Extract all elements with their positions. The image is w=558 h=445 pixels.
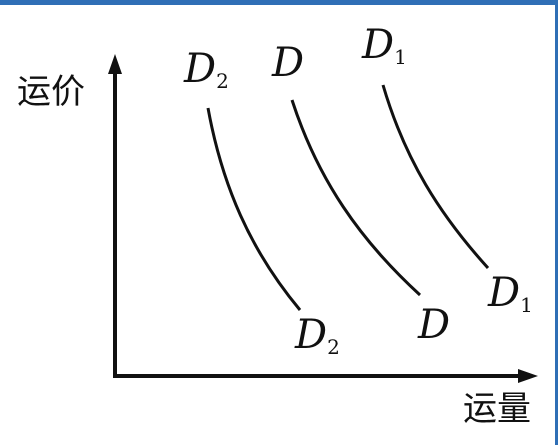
x-axis-arrowhead bbox=[518, 369, 538, 383]
curve-d2-top-letter: D bbox=[183, 46, 216, 92]
curve-d2-top-label: D2 bbox=[183, 46, 229, 93]
y-axis-arrowhead bbox=[108, 54, 122, 74]
right-frame-bar bbox=[555, 0, 558, 445]
curve-d2-bottom-subscript: 2 bbox=[327, 335, 340, 359]
curve-d2-bottom-letter: D bbox=[294, 312, 327, 358]
curve-d2-bottom-label: D2 bbox=[294, 312, 340, 359]
curve-d-top-label: D bbox=[271, 40, 304, 86]
top-frame-bar bbox=[0, 0, 558, 5]
curve-d2-top-subscript: 2 bbox=[216, 69, 229, 93]
y-axis-label: 运价 bbox=[17, 72, 85, 112]
curve-d1-bottom-subscript: 1 bbox=[520, 293, 533, 317]
curve-d1-top-subscript: 1 bbox=[394, 45, 407, 69]
curve-d2 bbox=[206, 107, 302, 311]
curve-d-top-letter: D bbox=[271, 40, 304, 86]
curve-d1-top-letter: D bbox=[361, 22, 394, 68]
curve-d1-bottom-letter: D bbox=[487, 270, 520, 316]
curve-d-bottom-label: D bbox=[417, 302, 450, 348]
curve-d1-bottom-label: D1 bbox=[487, 270, 533, 317]
curve-d-bottom-letter: D bbox=[417, 302, 450, 348]
curve-d1-top-label: D1 bbox=[361, 22, 407, 69]
curve-d1 bbox=[381, 84, 490, 270]
x-axis-label: 运量 bbox=[463, 389, 531, 429]
curve-d bbox=[290, 99, 422, 297]
